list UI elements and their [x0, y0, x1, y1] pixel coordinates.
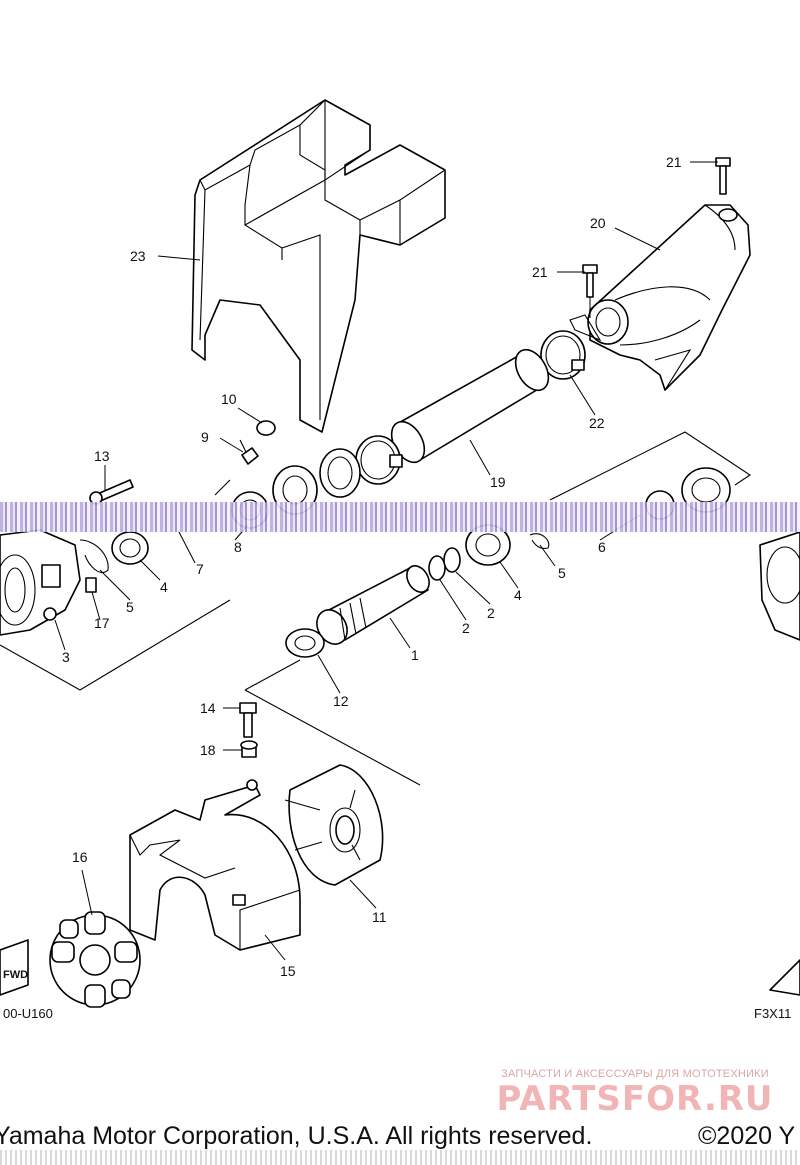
part-3-housing: [0, 529, 81, 636]
callout-labels: 23 21 20 21 22 19 10 9 13 8 7 4 5 17 3 5…: [3, 154, 791, 1021]
part-9-grease-nipple: [239, 439, 259, 465]
callout-8: 8: [234, 539, 242, 555]
watermark: ЗАПЧАСТИ И АКСЕССУАРЫ ДЛЯ МОТОТЕХНИКИ PA…: [470, 1068, 800, 1118]
part-hose-clamp-front: [355, 435, 403, 485]
part-5-circlip-right: [529, 533, 550, 549]
footer-year: ©2020 Y: [698, 1122, 796, 1150]
part-13-bolt: [89, 479, 134, 505]
callout-16: 16: [72, 849, 88, 865]
part-15-bracket: [129, 779, 301, 951]
part-4-seal-right: [465, 524, 511, 566]
footer-copyright: Yamaha Motor Corporation, U.S.A. All rig…: [0, 1122, 593, 1150]
callout-21-middle: 21: [532, 264, 548, 280]
part-5-circlip-left: [79, 539, 109, 573]
fwd-arrow-left: FWD: [0, 939, 29, 996]
part-1-drive-shaft: [316, 565, 430, 645]
callout-20: 20: [590, 215, 606, 231]
callout-11: 11: [372, 909, 387, 925]
callout-5-left: 5: [126, 599, 134, 615]
callout-4-left: 4: [160, 579, 168, 595]
bottom-scan-noise: [0, 1150, 800, 1165]
part-11-coupler: [284, 764, 384, 886]
callout-19: 19: [490, 474, 506, 490]
callout-13: 13: [94, 448, 110, 464]
part-14-bolt: [239, 702, 257, 738]
callout-23: 23: [130, 248, 146, 264]
part-4-seal-left: [111, 531, 149, 565]
part-22-hose-clamp: [540, 330, 586, 380]
callout-3: 3: [62, 649, 70, 665]
part-2-o-ring-b: [443, 547, 461, 573]
callout-7: 7: [196, 561, 204, 577]
part-16-damper: [49, 911, 141, 1008]
part-21-bolt-top: [715, 157, 731, 195]
callout-2-left: 2: [462, 620, 470, 636]
part-23-grate-cover: [191, 99, 446, 433]
part-20-nozzle: [569, 204, 751, 391]
callout-9: 9: [201, 429, 209, 445]
callout-2-right: 2: [487, 605, 495, 621]
callout-1: 1: [411, 647, 419, 663]
callout-12: 12: [333, 693, 349, 709]
callout-6: 6: [598, 539, 606, 555]
fwd-arrow-right: [769, 959, 800, 996]
callout-5-right: 5: [558, 565, 566, 581]
callout-18: 18: [200, 742, 216, 758]
callout-4-right: 4: [514, 587, 522, 603]
part-2-o-ring-a: [428, 555, 446, 581]
callout-22: 22: [589, 415, 605, 431]
diagram-code-left: 00-U160: [3, 1006, 53, 1021]
callout-17: 17: [94, 615, 110, 631]
diagram-code-right: F3X11: [754, 1006, 791, 1021]
callout-14: 14: [200, 700, 216, 716]
callout-15: 15: [280, 963, 296, 979]
part-18-collar: [240, 740, 258, 758]
group-outline-right: [549, 431, 751, 501]
part-seal-ring-a: [319, 448, 361, 498]
callout-10: 10: [221, 391, 237, 407]
part-19-hose: [390, 348, 550, 464]
fwd-label: FWD: [3, 969, 28, 981]
callout-21-top: 21: [666, 154, 682, 170]
part-21-bolt-middle: [582, 264, 598, 318]
group-outline-upper-left: [0, 479, 231, 691]
part-12-spacer: [285, 628, 325, 658]
watermark-brand: PARTSFOR.RU: [496, 1079, 774, 1119]
watermark-subtitle: ЗАПЧАСТИ И АКСЕССУАРЫ ДЛЯ МОТОТЕХНИКИ: [501, 1068, 769, 1080]
part-housing-right-edge: [759, 531, 800, 641]
part-17-pin: [85, 577, 97, 593]
scan-noise-band: [0, 502, 800, 532]
group-outline-lower: [244, 659, 421, 786]
part-10-cap: [256, 420, 276, 436]
